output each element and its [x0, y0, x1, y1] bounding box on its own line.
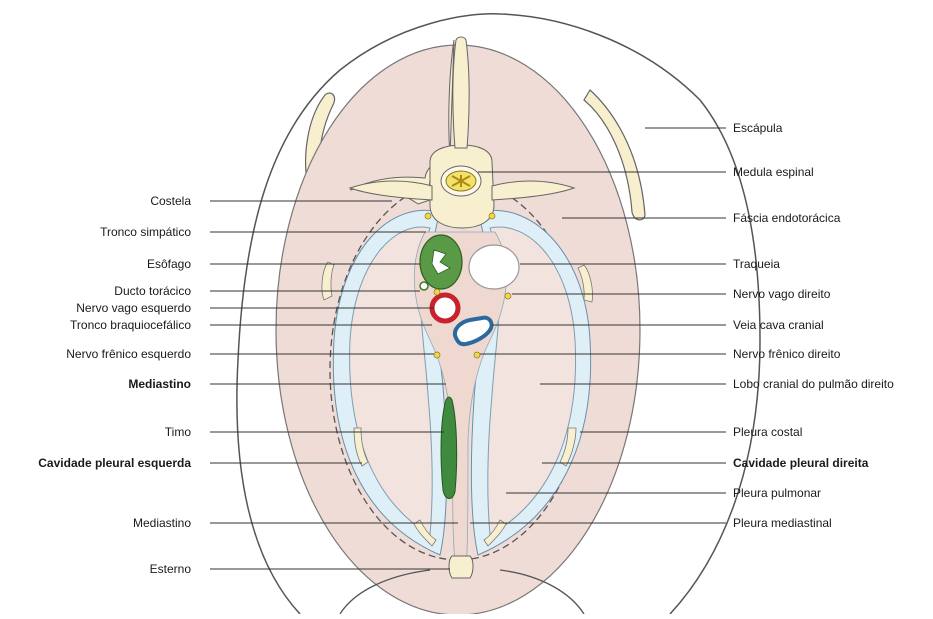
label-pleura-costal: Pleura costal — [733, 425, 802, 439]
label-mediastino: Mediastino — [133, 516, 191, 530]
left-vagus-nerve — [434, 289, 440, 295]
label-esterno: Esterno — [150, 562, 191, 576]
label-cavidade-pleural-esquerda: Cavidade pleural esquerda — [38, 456, 191, 470]
right-vagus-nerve — [505, 293, 511, 299]
label-esofago: Esôfago — [147, 257, 191, 271]
label-ducto-toracico: Ducto torácico — [114, 284, 191, 298]
sternum — [449, 556, 473, 578]
label-costela: Costela — [150, 194, 191, 208]
label-pleura-pulmonar: Pleura pulmonar — [733, 486, 821, 500]
spinous-process — [453, 37, 469, 148]
label-nervo-frenico-esquerdo: Nervo frênico esquerdo — [66, 347, 191, 361]
thymus — [441, 397, 457, 499]
label-veia-cava-cranial: Veia cava cranial — [733, 318, 824, 332]
esophagus — [420, 235, 462, 289]
label-traqueia: Traqueia — [733, 257, 780, 271]
trachea — [469, 245, 519, 289]
label-nervo-vago-esquerdo: Nervo vago esquerdo — [76, 301, 191, 315]
label-tronco-simpatico: Tronco simpático — [100, 225, 191, 239]
thoracic-duct — [420, 282, 428, 290]
label-nervo-vago-direito: Nervo vago direito — [733, 287, 830, 301]
label-tronco-braquiocefalico: Tronco braquiocefálico — [70, 318, 191, 332]
label-cavidade-pleural-direita: Cavidade pleural direita — [733, 456, 868, 470]
label-timo: Timo — [165, 425, 191, 439]
brachiocephalic-trunk — [432, 295, 458, 321]
left-phrenic-nerve — [434, 352, 440, 358]
label-lobo-cranial: Lobo cranial do pulmão direito — [733, 377, 894, 391]
label-fascia-endotoracica: Fáscia endotorácica — [733, 211, 840, 225]
right-phrenic-nerve — [474, 352, 480, 358]
label-escapula: Escápula — [733, 121, 782, 135]
sympathetic-trunk-left — [425, 213, 431, 219]
label-medula-espinal: Medula espinal — [733, 165, 814, 179]
label-pleura-mediastinal: Pleura mediastinal — [733, 516, 832, 530]
label-mediastino-bold: Mediastino — [128, 377, 191, 391]
label-nervo-frenico-direito: Nervo frênico direito — [733, 347, 840, 361]
sympathetic-trunk-right — [489, 213, 495, 219]
